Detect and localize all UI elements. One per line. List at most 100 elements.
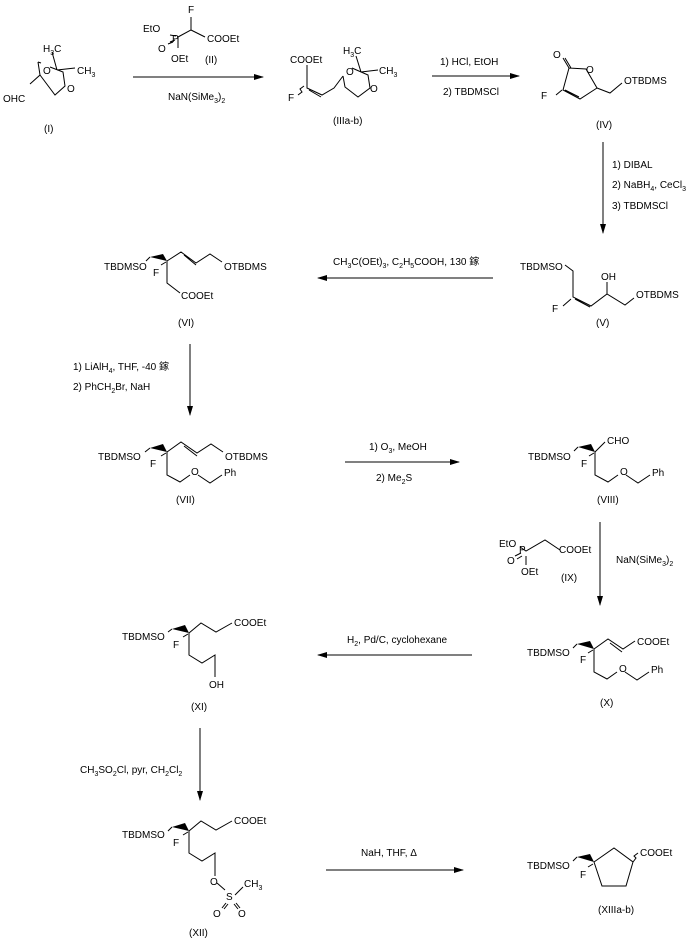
wedge-bond: [577, 854, 594, 862]
vii-otbdms: OTBDMS: [225, 452, 268, 463]
xiii-f: F: [580, 870, 586, 881]
vi-f: F: [153, 268, 159, 279]
compound-VI: TBDMSO F OTBDMS COOEt (VI): [104, 251, 267, 329]
i-h3c: H3C: [43, 44, 61, 57]
compound-I: H3C O CH3 O OHC (I): [3, 44, 95, 135]
compound-XI: TBDMSO F COOEt OH (XI): [122, 618, 266, 713]
reagent-IX: EtO P O OEt COOEt (IX): [499, 539, 591, 584]
wedge-bond: [150, 444, 167, 452]
r6-condition-2: 2) Me2S: [376, 473, 412, 486]
wedge-bond: [150, 254, 167, 261]
compound-XIIIa-b: TBDMSO F COOEt (XIIIa-b): [527, 847, 672, 916]
x-tbdmso: TBDMSO: [527, 648, 570, 659]
v-otbdms: OTBDMS: [636, 290, 679, 301]
vii-o: O: [191, 467, 199, 478]
xiii-cooet: COOEt: [640, 848, 672, 859]
iv-f: F: [541, 91, 547, 102]
r2-condition-1: 1) HCl, EtOH: [440, 57, 498, 68]
iii-f: F: [288, 93, 294, 104]
compound-IIIa-b: COOEt F H3C O CH3 O (IIIa-b): [288, 46, 397, 127]
ii-eto: EtO: [143, 24, 160, 35]
ii-cooet: COOEt: [207, 34, 239, 45]
ix-o: O: [507, 556, 515, 567]
iii-o1: O: [346, 67, 354, 78]
iv-o-carbonyl: O: [553, 50, 561, 61]
xii-ch3: CH3: [244, 879, 262, 892]
xi-tbdmso: TBDMSO: [122, 632, 165, 643]
ix-eto: EtO: [499, 539, 516, 550]
compound-label-IIIa-b: (IIIa-b): [333, 116, 362, 127]
compound-label-VIII: (VIII): [597, 495, 619, 506]
compound-label-XI: (XI): [191, 702, 207, 713]
wedge-bond: [577, 641, 594, 649]
v-f: F: [552, 304, 558, 315]
compound-label-X: (X): [600, 698, 613, 709]
v-tbdmso: TBDMSO: [520, 262, 563, 273]
r1-conditions: NaN(SiMe3)2: [168, 92, 225, 105]
i-o1: O: [43, 66, 51, 77]
ii-f: F: [188, 5, 194, 16]
ii-o: O: [158, 44, 166, 55]
iii-ch3: CH3: [379, 66, 397, 79]
vii-tbdmso: TBDMSO: [98, 452, 141, 463]
r7-conditions: NaN(SiMe3)2: [616, 555, 673, 568]
r10-conditions: NaH, THF, Δ: [361, 848, 417, 859]
viii-o: O: [620, 467, 628, 478]
ix-oet: OEt: [521, 567, 538, 578]
r3-condition-2: 2) NaBH4, CeCl3: [612, 180, 686, 193]
v-oh: OH: [601, 272, 616, 283]
xii-o2: O: [213, 909, 221, 920]
wedge-bond: [172, 625, 189, 633]
xiii-tbdmso: TBDMSO: [527, 861, 570, 872]
x-f: F: [580, 655, 586, 666]
compound-XII: TBDMSO F COOEt O S CH3 O O (XII): [122, 816, 266, 939]
vii-ph: Ph: [224, 468, 236, 479]
compound-VII: TBDMSO F OTBDMS O Ph (VII): [98, 441, 268, 506]
ii-p: P: [172, 34, 179, 45]
xii-tbdmso: TBDMSO: [122, 830, 165, 841]
wedge-bond: [578, 444, 595, 452]
ix-p: P: [519, 545, 526, 556]
r3-condition-3: 3) TBDMSCl: [612, 201, 668, 212]
i-o2: O: [67, 84, 75, 95]
viii-tbdmso: TBDMSO: [528, 452, 571, 463]
iii-h3c: H3C: [343, 46, 361, 59]
compound-label-IX: (IX): [561, 573, 577, 584]
r3-condition-1: 1) DIBAL: [612, 160, 653, 171]
compound-VIII: TBDMSO F CHO O Ph (VIII): [528, 436, 664, 506]
i-ohc: OHC: [3, 94, 25, 105]
vi-otbdms: OTBDMS: [224, 262, 267, 273]
xii-o3: O: [238, 909, 246, 920]
xi-cooet: COOEt: [234, 618, 266, 629]
r4-conditions: CH3C(OEt)3, C2H5COOH, 130 鎵: [333, 255, 479, 270]
r8-conditions: H2, Pd/C, cyclohexane: [347, 635, 448, 648]
viii-f: F: [581, 459, 587, 470]
iii-cooet: COOEt: [290, 55, 322, 66]
compound-label-I: (I): [44, 124, 53, 135]
compound-IV: O O F OTBDMS (IV): [541, 50, 667, 131]
compound-X: TBDMSO F COOEt O Ph (X): [527, 637, 669, 709]
ix-cooet: COOEt: [559, 545, 591, 556]
r2-condition-2: 2) TBDMSCl: [443, 87, 499, 98]
iii-o2: O: [370, 84, 378, 95]
r5-condition-1: 1) LiAlH4, THF, -40 鎵: [73, 360, 169, 375]
r6-condition-1: 1) O3, MeOH: [369, 442, 427, 455]
compound-label-IV: (IV): [596, 120, 612, 131]
vi-cooet: COOEt: [181, 291, 213, 302]
compound-label-VI: (VI): [178, 318, 194, 329]
compound-label-VII: (VII): [176, 495, 195, 506]
vi-tbdmso: TBDMSO: [104, 262, 147, 273]
iv-otbdms: OTBDMS: [624, 76, 667, 87]
iv-o-ring: O: [586, 65, 594, 76]
xi-oh: OH: [209, 680, 224, 691]
i-ch3: CH3: [77, 66, 95, 79]
viii-ph: Ph: [652, 468, 664, 479]
compound-label-XII: (XII): [189, 928, 208, 939]
xi-f: F: [173, 640, 179, 651]
wedge-bond: [172, 823, 189, 831]
r9-conditions: CH3SO2Cl, pyr, CH2Cl2: [80, 765, 182, 778]
compound-label-V: (V): [596, 318, 609, 329]
viii-cho: CHO: [607, 436, 629, 447]
r5-condition-2: 2) PhCH2Br, NaH: [73, 382, 150, 395]
